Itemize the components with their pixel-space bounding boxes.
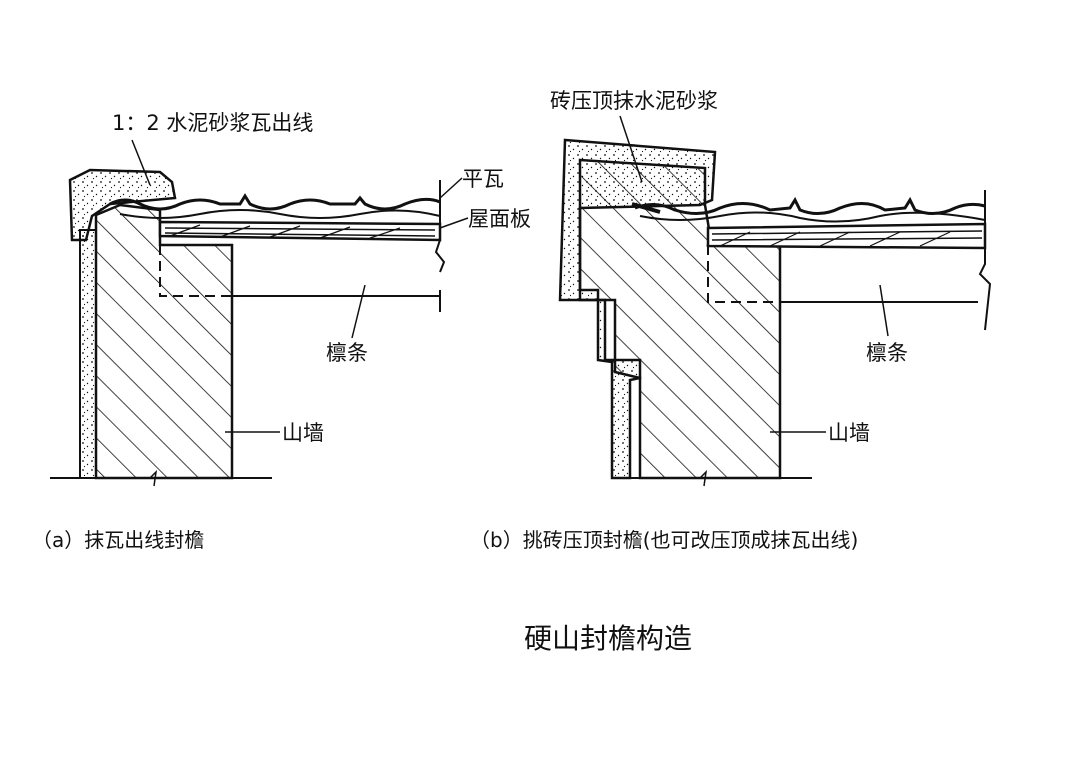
panel-a: 1：2 水泥砂浆瓦出线 平瓦 屋面板 檩条 山墙 （a）抹瓦出线封檐 [32, 111, 531, 552]
mortar-edging-a [68, 168, 177, 242]
roof-board-a [158, 220, 442, 242]
label-purlin-b: 檩条 [866, 341, 908, 365]
caption-a: （a）抹瓦出线封檐 [32, 528, 204, 552]
purlin-b [707, 245, 780, 303]
gable-wall-a [94, 203, 234, 480]
roof-board-b [706, 222, 987, 250]
label-mortar-edging: 1：2 水泥砂浆瓦出线 [112, 111, 313, 135]
label-roof-board: 屋面板 [468, 207, 531, 231]
label-gable-wall-b: 山墙 [828, 421, 870, 445]
label-purlin-a: 檩条 [326, 341, 368, 365]
roof-tiles-a [109, 193, 441, 211]
caption-b: （b）挑砖压顶封檐(也可改压顶成抹瓦出线) [470, 528, 858, 552]
wall-plaster-a [79, 229, 97, 479]
label-gable-wall-a: 山墙 [282, 421, 324, 445]
panel-b: 砖压顶抹水泥砂浆 檩条 山墙 （b）挑砖压顶封檐(也可改压顶成抹瓦出线) [470, 89, 992, 552]
roof-tiles-b [634, 196, 986, 215]
diagram-title: 硬山封檐构造 [524, 622, 692, 655]
coping-brick-b [578, 158, 782, 480]
label-coping: 砖压顶抹水泥砂浆 [550, 89, 718, 113]
label-tile: 平瓦 [462, 167, 504, 191]
purlin-a [159, 245, 440, 297]
